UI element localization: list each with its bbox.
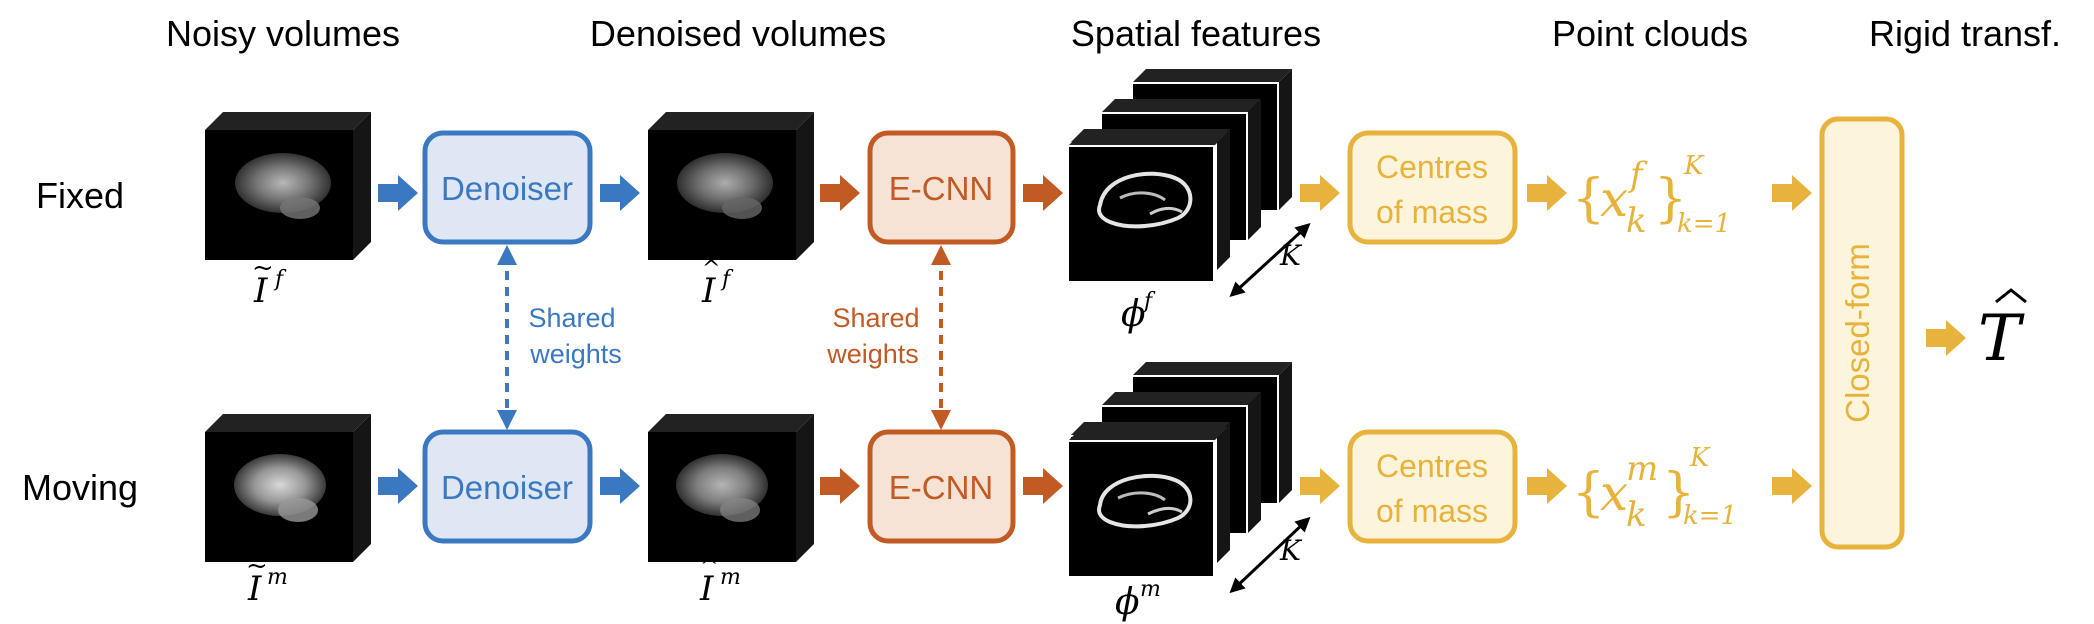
- svg-text:f: f: [1627, 155, 1648, 195]
- arrow-yellow-fixed-1: [1300, 175, 1340, 211]
- arrow-yellow-output: [1926, 320, 1966, 356]
- svg-text:~: ~: [246, 551, 268, 581]
- svg-text:x: x: [1600, 170, 1628, 228]
- svg-text:T: T: [1978, 302, 2025, 376]
- svg-text:I: I: [701, 271, 716, 311]
- denoiser-moving-block: Denoiser: [422, 429, 593, 544]
- svg-text:m: m: [720, 565, 741, 590]
- point-cloud-fixed-label: { x f k } K k=1: [1572, 151, 1731, 241]
- noisy-volume-fixed-label: I ~ f: [252, 253, 287, 311]
- point-cloud-moving-label: { x m k } K k=1: [1572, 443, 1737, 535]
- denoised-volume-moving-label: I ^ m: [699, 555, 741, 609]
- denoiser-fixed-block: Denoiser: [422, 130, 593, 245]
- svg-text:^: ^: [700, 555, 718, 580]
- svg-text:f: f: [1142, 289, 1156, 314]
- svg-text:k: k: [1626, 495, 1647, 535]
- svg-text:K: K: [1683, 151, 1705, 181]
- header-noisy-volumes: Noisy volumes: [166, 13, 400, 54]
- svg-text:m: m: [1626, 449, 1658, 489]
- noisy-volume-moving-label: I ~ m: [246, 551, 288, 609]
- svg-text:}: }: [1662, 463, 1695, 523]
- svg-text:~: ~: [252, 253, 274, 283]
- noisy-volume-moving-cube: [205, 414, 371, 562]
- svg-text:^: ^: [702, 257, 720, 282]
- centres-of-mass-moving-block: Centres of mass: [1347, 429, 1518, 544]
- svg-text:I: I: [247, 569, 262, 609]
- arrow-blue-moving-2: [600, 468, 640, 504]
- ecnn-fixed-block: E-CNN: [867, 130, 1016, 245]
- shared-weights-orange-line2: weights: [826, 339, 919, 369]
- closed-form-block: Closed-form: [1819, 116, 1905, 550]
- arrow-yellow-fixed-3: [1772, 175, 1812, 211]
- svg-text:I: I: [253, 271, 268, 311]
- svg-text:{: {: [1572, 169, 1605, 229]
- header-rigid-transf: Rigid transf.: [1869, 13, 2061, 54]
- arrow-yellow-moving-3: [1772, 468, 1812, 504]
- output-T-hat: T: [1978, 288, 2027, 376]
- svg-text:of mass: of mass: [1376, 194, 1488, 230]
- svg-text:Centres: Centres: [1376, 149, 1488, 185]
- svg-text:K: K: [1689, 443, 1711, 473]
- feature-fixed-K-label: K: [1279, 239, 1303, 272]
- arrow-blue-moving-1: [378, 468, 418, 504]
- svg-text:f: f: [273, 267, 287, 292]
- svg-text:Closed-form: Closed-form: [1839, 243, 1876, 423]
- arrow-orange-moving-2: [1023, 468, 1063, 504]
- svg-text:of mass: of mass: [1376, 493, 1488, 529]
- svg-text:m: m: [267, 565, 288, 590]
- row-label-fixed: Fixed: [36, 175, 124, 216]
- svg-text:Denoiser: Denoiser: [441, 469, 573, 506]
- feature-stack-fixed: [1067, 69, 1311, 298]
- svg-text:Denoiser: Denoiser: [441, 170, 573, 207]
- shared-weights-orange-line1: Shared: [832, 303, 919, 333]
- shared-weights-blue-line1: Shared: [528, 303, 615, 333]
- header-denoised-volumes: Denoised volumes: [590, 13, 886, 54]
- feature-fixed-phi-label: ϕ f: [1121, 289, 1156, 335]
- svg-text:I: I: [699, 569, 714, 609]
- svg-text:ϕ: ϕ: [1115, 582, 1140, 623]
- feature-stack-moving: [1067, 362, 1311, 594]
- header-point-clouds: Point clouds: [1552, 13, 1748, 54]
- svg-text:f: f: [720, 267, 734, 292]
- arrow-yellow-moving-2: [1527, 468, 1567, 504]
- centres-of-mass-fixed-block: Centres of mass: [1347, 130, 1518, 245]
- svg-text:m: m: [1140, 577, 1161, 602]
- denoised-volume-fixed-cube: [648, 112, 814, 260]
- svg-text:E-CNN: E-CNN: [889, 469, 994, 506]
- svg-text:x: x: [1600, 464, 1628, 522]
- denoised-volume-moving-cube: [648, 414, 814, 562]
- svg-text:E-CNN: E-CNN: [889, 170, 994, 207]
- arrow-orange-moving-1: [820, 468, 860, 504]
- svg-text:k: k: [1626, 201, 1647, 241]
- header-spatial-features: Spatial features: [1071, 13, 1321, 54]
- denoised-volume-fixed-label: I ^ f: [701, 257, 734, 311]
- svg-text:k=1: k=1: [1683, 501, 1737, 531]
- arrow-yellow-moving-1: [1300, 468, 1340, 504]
- svg-text:k=1: k=1: [1677, 209, 1731, 239]
- arrow-yellow-fixed-2: [1527, 175, 1567, 211]
- noisy-volume-fixed-cube: [205, 112, 371, 260]
- svg-text:ϕ: ϕ: [1121, 294, 1146, 335]
- shared-weights-blue-line2: weights: [529, 339, 622, 369]
- feature-moving-phi-label: ϕ m: [1115, 577, 1161, 623]
- arrow-orange-fixed-2: [1023, 175, 1063, 211]
- svg-text:}: }: [1654, 169, 1687, 229]
- arrow-blue-fixed-1: [378, 175, 418, 211]
- arrow-blue-fixed-2: [600, 175, 640, 211]
- svg-text:{: {: [1572, 463, 1605, 523]
- svg-text:Centres: Centres: [1376, 448, 1488, 484]
- ecnn-moving-block: E-CNN: [867, 429, 1016, 544]
- arrow-orange-fixed-1: [820, 175, 860, 211]
- row-label-moving: Moving: [22, 467, 138, 508]
- feature-moving-K-label: K: [1279, 534, 1303, 567]
